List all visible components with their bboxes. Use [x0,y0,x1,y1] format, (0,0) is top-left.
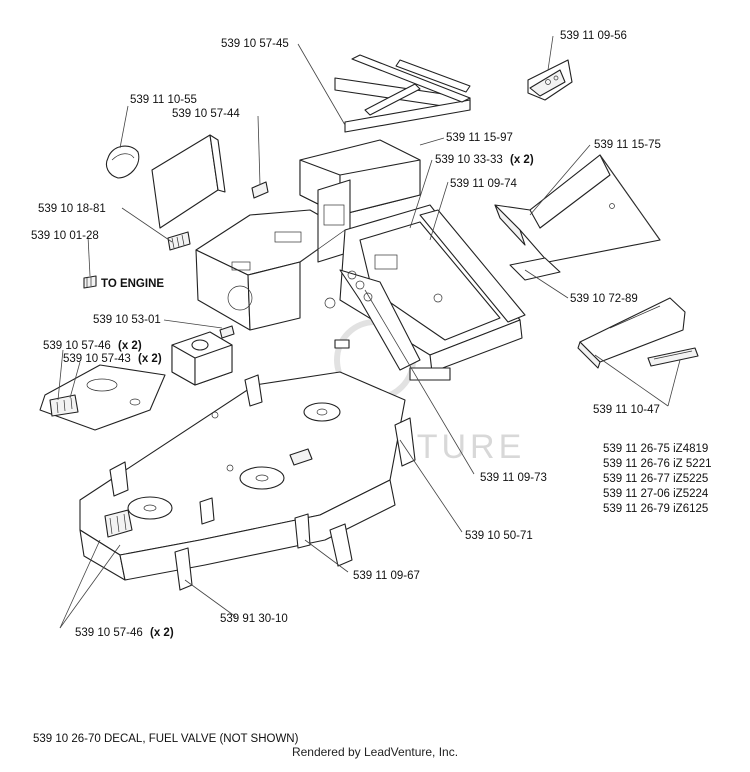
callout-539-10-18-81: 539 10 18-81 [38,203,106,215]
svg-text:539 10 57-43 (x 2): 539 10 57-43 (x 2) [63,353,162,365]
callout-539-10-57-46-bottom: 539 10 57-46 [75,627,143,639]
callout-539-10-57-46-top: 539 10 57-46 [43,340,111,352]
callout-539-10-57-46-bottom-qty: (x 2) [150,627,174,639]
callout-539-11-09-56: 539 11 09-56 [560,30,627,42]
callout-539-10-33-33-qty: (x 2) [510,154,534,166]
callout-539-10-53-01: 539 10 53-01 [93,314,161,326]
variant-item: 539 11 26-79 iZ6125 [603,503,708,515]
part-deck-plate [39,364,166,431]
part-fuel-tank [171,325,235,386]
callout-539-11-09-67: 539 11 09-67 [353,570,420,582]
callout-539-10-57-43-qty: (x 2) [138,353,162,365]
part-cross-bracket [334,54,471,133]
part-seat-shield [105,134,226,229]
callout-539-10-01-28: 539 10 01-28 [31,230,99,242]
footer-credit: Rendered by LeadVenture, Inc. [291,745,459,759]
callout-539-11-10-55: 539 11 10-55 [130,94,197,106]
callout-539-10-72-89: 539 10 72-89 [570,293,638,305]
callout-labels: 539 10 57-45 539 11 09-56 539 11 10-55 5… [31,30,711,639]
fuel-valve-note: 539 10 26-70 DECAL, FUEL VALVE (NOT SHOW… [33,733,299,745]
callout-539-10-57-44: 539 10 57-44 [172,108,240,120]
variant-item: 539 11 27-06 iZ5224 [603,488,709,500]
part-main-frame [195,139,526,381]
part-decal-stripes [167,231,191,251]
part-decal-strip [647,347,699,367]
part-to-engine-decal: TO ENGINE [83,275,164,290]
leader-lines [57,35,681,629]
svg-text:539 10 33-33 (x 2): 539 10 33-33 (x 2) [435,154,534,166]
to-engine-label: TO ENGINE [101,278,164,290]
svg-text:539 10 57-46 (x 2): 539 10 57-46 (x 2) [75,627,174,639]
callout-539-10-50-71: 539 10 50-71 [465,530,533,542]
callout-539-10-57-43: 539 10 57-43 [63,353,131,365]
variant-item: 539 11 26-75 iZ4819 [603,443,708,455]
callout-539-11-15-75: 539 11 15-75 [594,139,661,151]
callout-539-11-09-74: 539 11 09-74 [450,178,518,190]
callout-539-11-10-47: 539 11 10-47 [593,404,660,416]
callout-539-11-09-73: 539 11 09-73 [480,472,547,484]
part-side-shield [577,297,686,369]
svg-text:539 10 57-46 (x 2): 539 10 57-46 (x 2) [43,340,142,352]
variant-list: 539 11 26-75 iZ4819 539 11 26-76 iZ 5221… [603,443,711,515]
variant-item: 539 11 26-77 iZ5225 [603,473,708,485]
callout-539-11-15-97: 539 11 15-97 [446,132,513,144]
callout-539-91-30-10: 539 91 30-10 [220,613,288,625]
callout-539-10-57-45: 539 10 57-45 [221,38,289,50]
callout-539-10-57-46-top-qty: (x 2) [118,340,142,352]
part-mower-deck [79,371,416,591]
part-rear-shield [494,154,661,281]
part-hitch-bracket [527,59,573,101]
variant-item: 539 11 26-76 iZ 5221 [603,458,711,470]
callout-539-10-33-33: 539 10 33-33 [435,154,503,166]
part-decal-small [251,181,269,199]
